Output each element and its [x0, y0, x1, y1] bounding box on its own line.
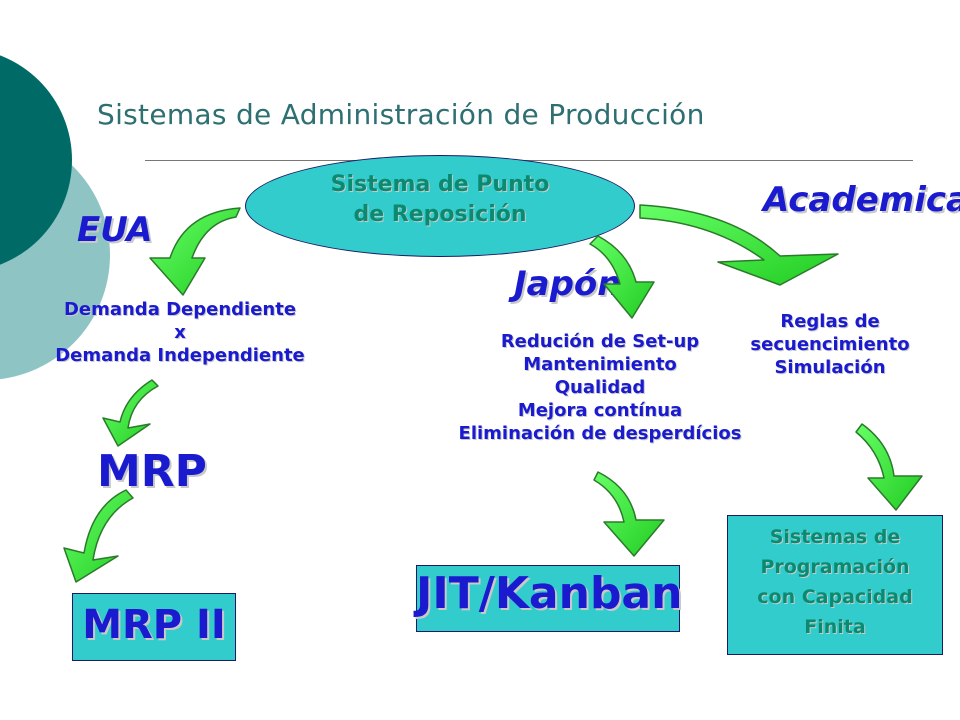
left-items: Demanda Dependiente x Demanda Independie… [35, 298, 325, 367]
center-label: Sistema de Punto de Reposición [245, 170, 635, 230]
middle-item: Mantenimiento [523, 354, 677, 375]
arrow-to-mrp-icon [102, 379, 159, 447]
right-items: Reglas de secuencimiento Simulación [720, 310, 940, 379]
arrow-to-mrp2-icon [63, 489, 134, 583]
arrow-japon-icon [589, 235, 655, 319]
left-item: Demanda Independiente [55, 345, 305, 366]
mrp2-box [72, 593, 236, 661]
center-ellipse [245, 155, 635, 257]
finite-line: con Capacidad [757, 586, 913, 608]
region-eua: EUA [77, 210, 153, 250]
arrow-eua-icon [149, 207, 241, 296]
finite-line: Programación [760, 556, 910, 578]
arrow-to-jit-icon [593, 471, 665, 557]
finite-line: Finita [804, 616, 866, 638]
region-academica: Academica [763, 180, 960, 220]
middle-item: Eliminación de desperdícios [458, 423, 742, 444]
finite-line: Sistemas de [769, 526, 901, 548]
finite-label: Sistemas de Programación con Capacidad F… [727, 522, 943, 642]
dark-circle [0, 55, 72, 265]
mrp2-label: MRP II [82, 602, 226, 648]
right-item: secuencimiento [750, 334, 910, 355]
left-item: Demanda Dependiente [63, 299, 297, 320]
middle-item: Redución de Set-up [500, 331, 700, 352]
page-title: Sistemas de Administración de Producción [97, 98, 705, 131]
middle-item: Mejora contínua [517, 400, 683, 421]
center-label-line1: Sistema de Punto [330, 172, 550, 197]
right-item: Simulación [774, 357, 886, 378]
left-item: x [174, 322, 186, 343]
right-item: Reglas de [780, 311, 880, 332]
arrow-academica-icon [639, 204, 839, 286]
finite-box [727, 515, 943, 655]
arrow-to-finite-icon [855, 423, 923, 511]
middle-items: Redución de Set-up Mantenimiento Qualida… [440, 330, 760, 445]
mrp-label: MRP [97, 446, 207, 497]
jit-box [416, 565, 680, 632]
jit-label: JIT/Kanban [416, 568, 683, 619]
middle-item: Qualidad [554, 377, 646, 398]
center-label-line2: de Reposición [353, 202, 527, 227]
